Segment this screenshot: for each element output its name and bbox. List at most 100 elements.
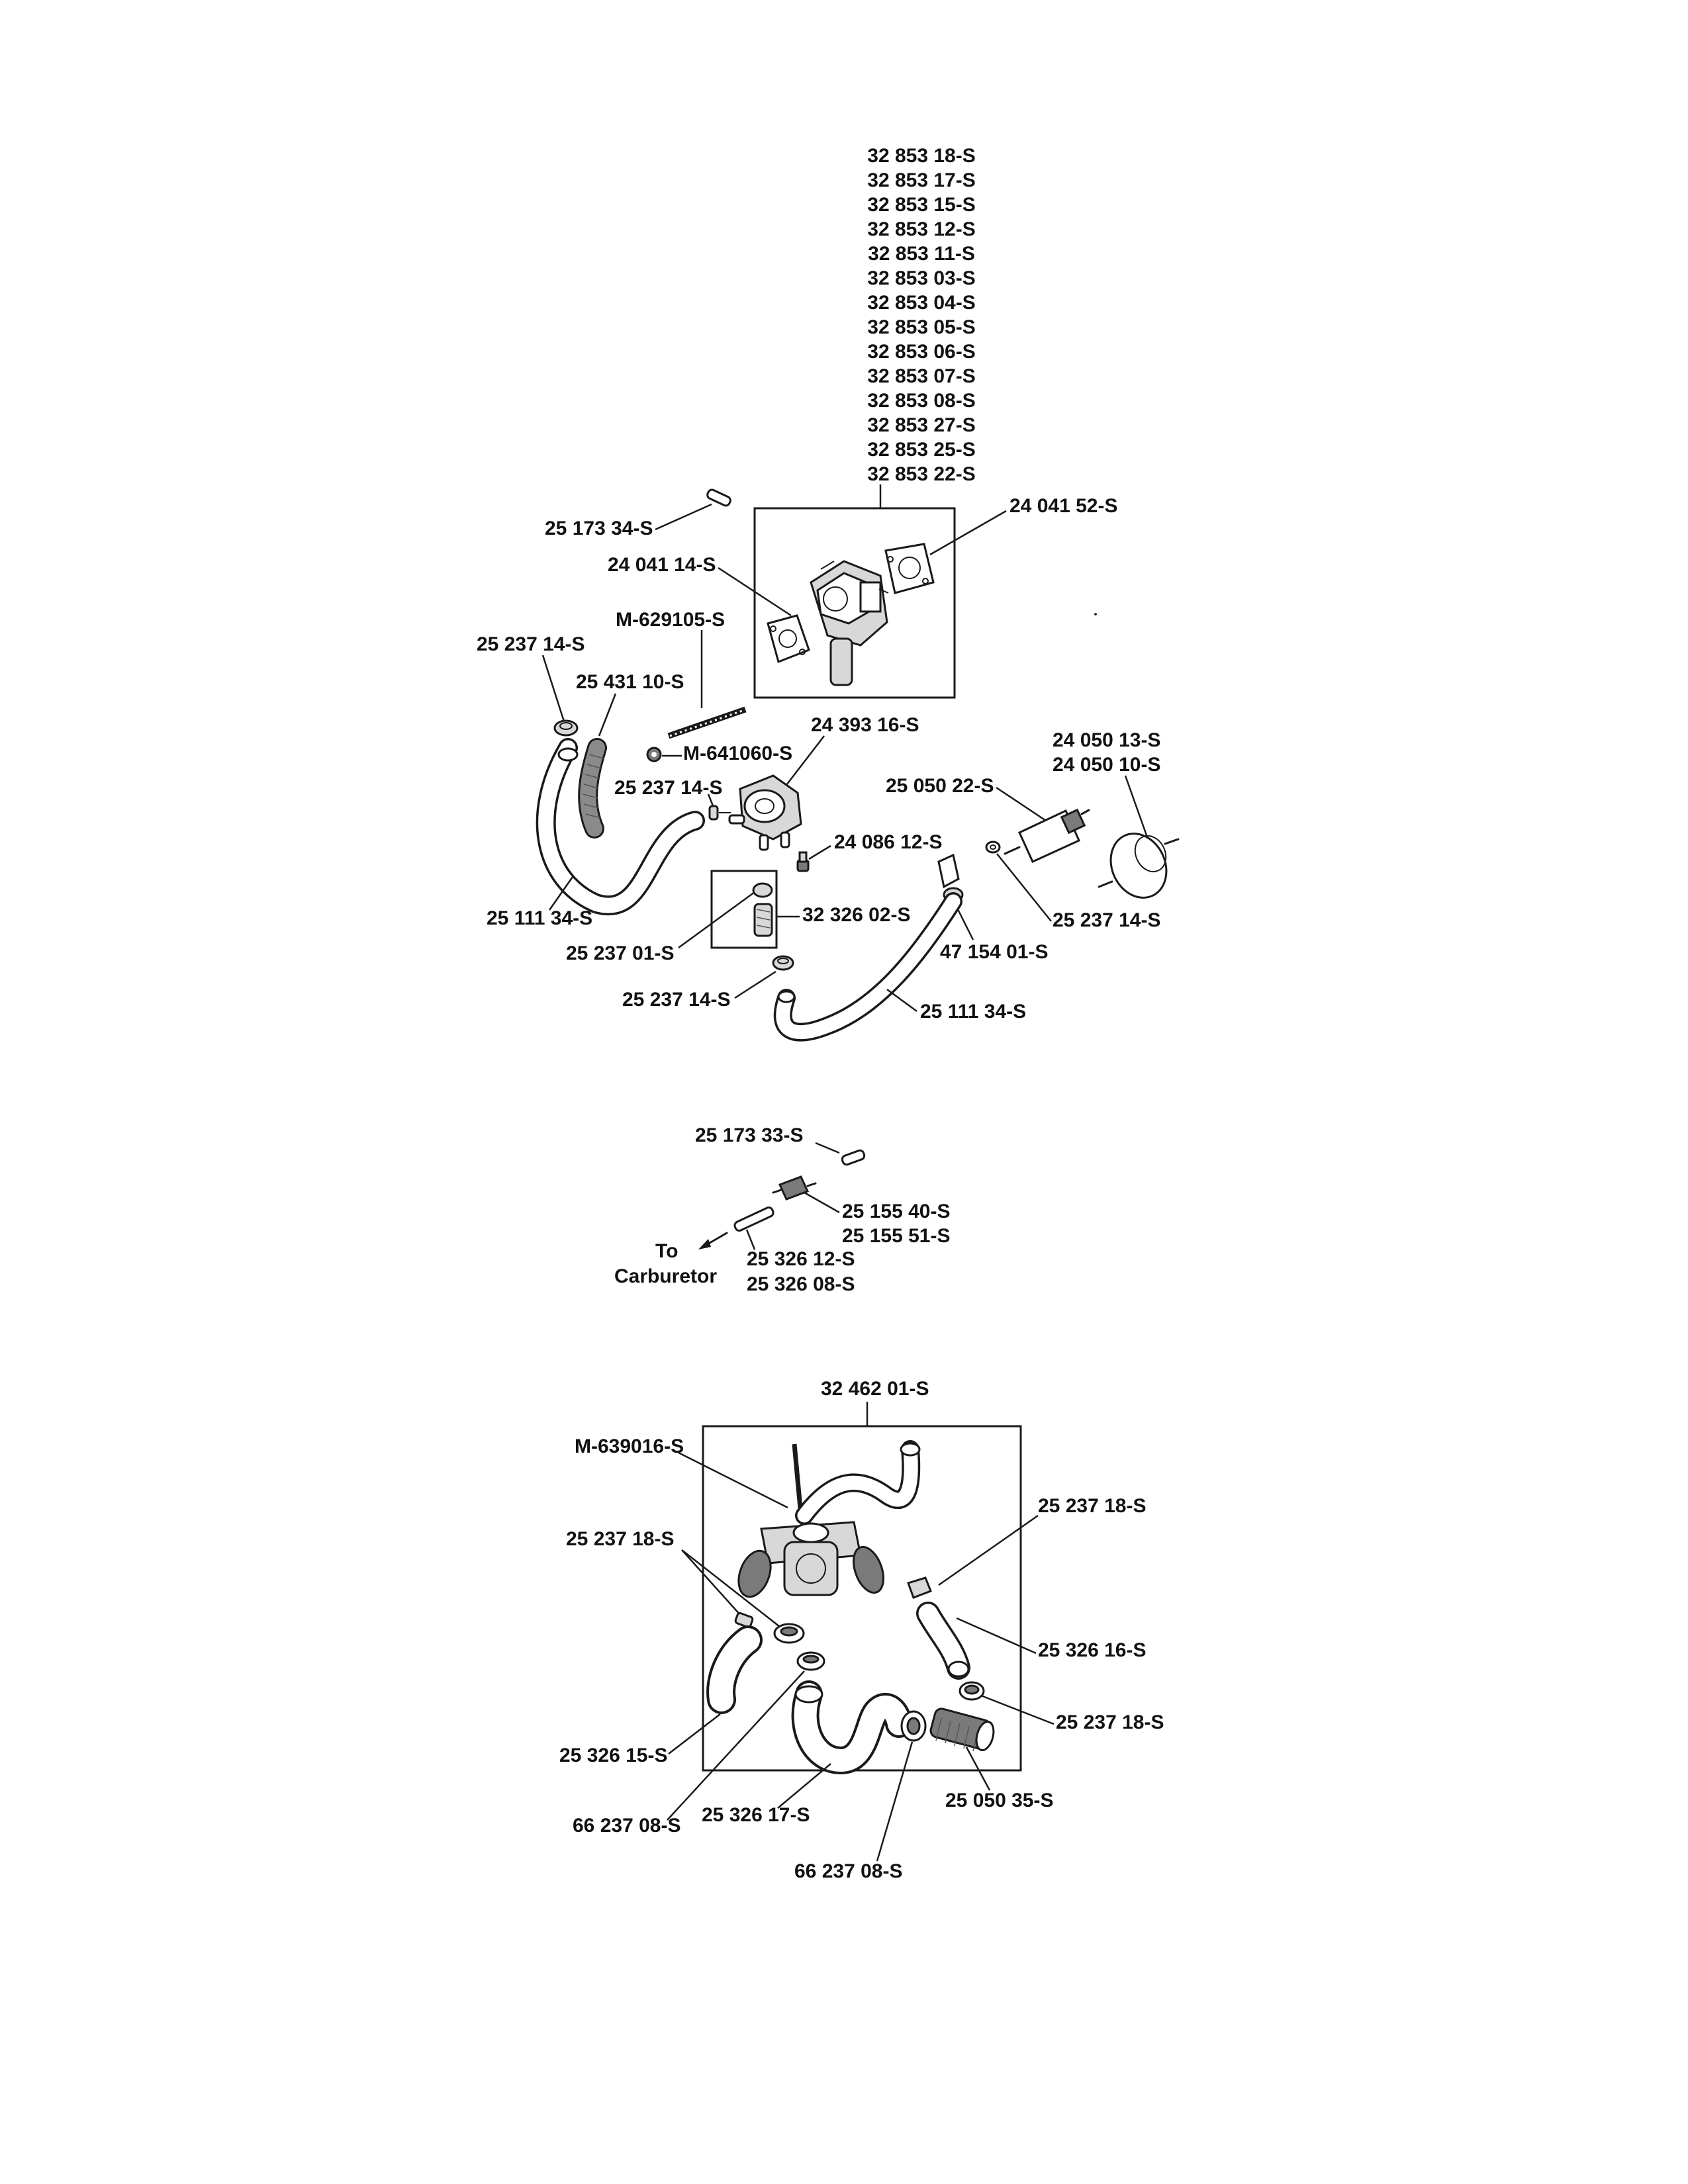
label-clamp-pump: 25 237 14-S — [614, 777, 722, 799]
label-valve-1: 25 155 40-S — [842, 1201, 950, 1222]
label-clamp-bottom-left: 66 237 08-S — [573, 1815, 680, 1837]
boxed-hose-icon — [752, 882, 773, 937]
leader-gasket-right — [929, 510, 1007, 556]
leader-hose-left — [668, 1713, 721, 1754]
carburetor-icon — [810, 560, 889, 686]
label-kit: 32 462 01-S — [821, 1378, 929, 1400]
fuel-line-bottom-icon — [773, 892, 962, 1042]
short-hose-icon — [578, 738, 607, 839]
label-filter-a: 25 050 22-S — [886, 775, 994, 797]
leader-filter-b — [1124, 775, 1148, 836]
carb-pn-9: 32 853 06-S — [867, 341, 975, 363]
clamp-top-icon — [553, 719, 579, 737]
leader-clamp-bottom-mid — [876, 1741, 914, 1862]
label-clamp-boxed: 25 237 01-S — [566, 942, 674, 964]
label-gasket-left: 24 041 14-S — [608, 554, 716, 576]
leader-fuel-line-left — [548, 876, 574, 911]
valve-box — [702, 1425, 1022, 1772]
leader-strainer — [965, 1747, 991, 1791]
label-clamp-top: 25 237 14-S — [477, 633, 585, 655]
carb-pn-13: 32 853 25-S — [867, 439, 975, 461]
label-clamp-right-top: 25 237 18-S — [1038, 1495, 1146, 1517]
leader-vent-tube — [655, 503, 712, 531]
canister-filter-icon — [1098, 833, 1180, 899]
label-screw: M-629105-S — [616, 609, 725, 631]
clamp-right-icon — [985, 841, 1001, 854]
carb-pn-4: 32 853 12-S — [867, 218, 975, 240]
leader-clamp-right-top — [938, 1514, 1039, 1586]
label-fuel-line-bottom: 25 111 34-S — [920, 1001, 1026, 1023]
label-filter-b-1: 24 050 13-S — [1053, 729, 1160, 751]
label-fitting: 24 086 12-S — [834, 831, 942, 853]
carburetor-section: 32 853 18-S 32 853 17-S 32 853 15-S 32 8… — [477, 145, 1180, 1042]
leader-fuel-line-bottom — [886, 988, 917, 1013]
hose-box — [710, 870, 778, 949]
hose-right-icon — [916, 1602, 970, 1680]
label-hose-left: 25 326 15-S — [559, 1745, 667, 1766]
carburetor-box — [753, 507, 956, 699]
leader-clamp-bottom-left — [667, 1670, 805, 1821]
label-valve-2: 25 155 51-S — [842, 1225, 950, 1247]
hose-bottom-icon — [791, 1680, 913, 1775]
carb-pn-1: 32 853 18-S — [867, 145, 975, 167]
clamp-bottom-icon — [772, 955, 794, 971]
clamp-bottom-left-icon — [796, 1651, 825, 1671]
label-gasket-right: 24 041 52-S — [1009, 495, 1117, 517]
leader-clamp-left-1 — [681, 1549, 742, 1617]
label-to: To — [655, 1240, 678, 1262]
label-filter-b-2: 24 050 10-S — [1053, 754, 1160, 776]
label-clamp-bottom-mid: 66 237 08-S — [794, 1860, 902, 1882]
clamp-left-ring-icon — [773, 1623, 805, 1644]
leader-fitting — [808, 844, 831, 860]
leader-clamp-boxed — [678, 891, 755, 949]
label-tube-2: 25 326 08-S — [747, 1273, 855, 1295]
carb-part-number-list: 32 853 18-S 32 853 17-S 32 853 15-S 32 8… — [867, 145, 975, 485]
fuel-pump-icon — [728, 774, 802, 851]
carb-pn-7: 32 853 04-S — [867, 292, 975, 314]
inline-filter-icon — [1004, 808, 1090, 863]
carb-pn-12: 32 853 27-S — [867, 414, 975, 436]
label-line-clip: 47 154 01-S — [940, 941, 1048, 963]
carb-pn-10: 32 853 07-S — [867, 365, 975, 387]
clamp-left-small-icon — [734, 1612, 754, 1628]
carb-pn-3: 32 853 15-S — [867, 194, 975, 216]
label-clamp-right: 25 237 14-S — [1053, 909, 1160, 931]
carb-pn-2: 32 853 17-S — [867, 169, 975, 191]
leader-tube-top — [815, 1142, 840, 1154]
vent-valve-icon — [772, 1175, 817, 1201]
leader-valve — [804, 1191, 840, 1214]
vent-tube-icon — [733, 1206, 774, 1232]
fuel-valve-icon — [737, 1440, 921, 1598]
carb-pn-8: 32 853 05-S — [867, 316, 975, 338]
gasket-left-icon — [767, 614, 810, 664]
carb-pn-5: 32 853 11-S — [868, 243, 975, 265]
arrow-icon — [698, 1232, 728, 1250]
label-hose-short: 25 431 10-S — [576, 671, 684, 693]
fuel-line-left-icon — [536, 738, 705, 915]
leader-clamp-right — [996, 853, 1052, 922]
valve-section: 32 462 01-S M-639016-S 25 237 18-S — [559, 1378, 1164, 1882]
label-fuel-pump: 24 393 16-S — [811, 714, 919, 736]
leader-filter-a — [996, 786, 1047, 822]
vent-section: 25 173 33-S 25 155 40-S 25 155 51-S 25 3… — [614, 1124, 950, 1295]
label-vent-tube: 25 173 34-S — [545, 518, 653, 539]
vent-tube-top-icon — [841, 1149, 866, 1166]
label-tube-top: 25 173 33-S — [695, 1124, 803, 1146]
leader-screw — [678, 1451, 788, 1509]
leader-hose-bottom — [777, 1763, 831, 1809]
gasket-right-icon — [884, 543, 935, 594]
hose-left-icon — [706, 1625, 763, 1714]
carb-pn-14: 32 853 22-S — [867, 463, 975, 485]
label-fuel-line-left: 25 111 34-S — [487, 907, 592, 929]
label-nut: M-641060-S — [683, 743, 792, 764]
label-clamp-right-bottom: 25 237 18-S — [1056, 1711, 1164, 1733]
label-screw: M-639016-S — [575, 1435, 684, 1457]
leader-hose-short — [598, 693, 617, 737]
leader-clamp-right-bottom — [980, 1694, 1055, 1725]
clamp-bottom-mid-icon — [900, 1710, 927, 1742]
label-strainer: 25 050 35-S — [945, 1790, 1053, 1811]
carb-pn-11: 32 853 08-S — [867, 390, 975, 412]
leader-clamp-left-2 — [681, 1549, 780, 1627]
vent-tube-icon — [706, 488, 731, 507]
